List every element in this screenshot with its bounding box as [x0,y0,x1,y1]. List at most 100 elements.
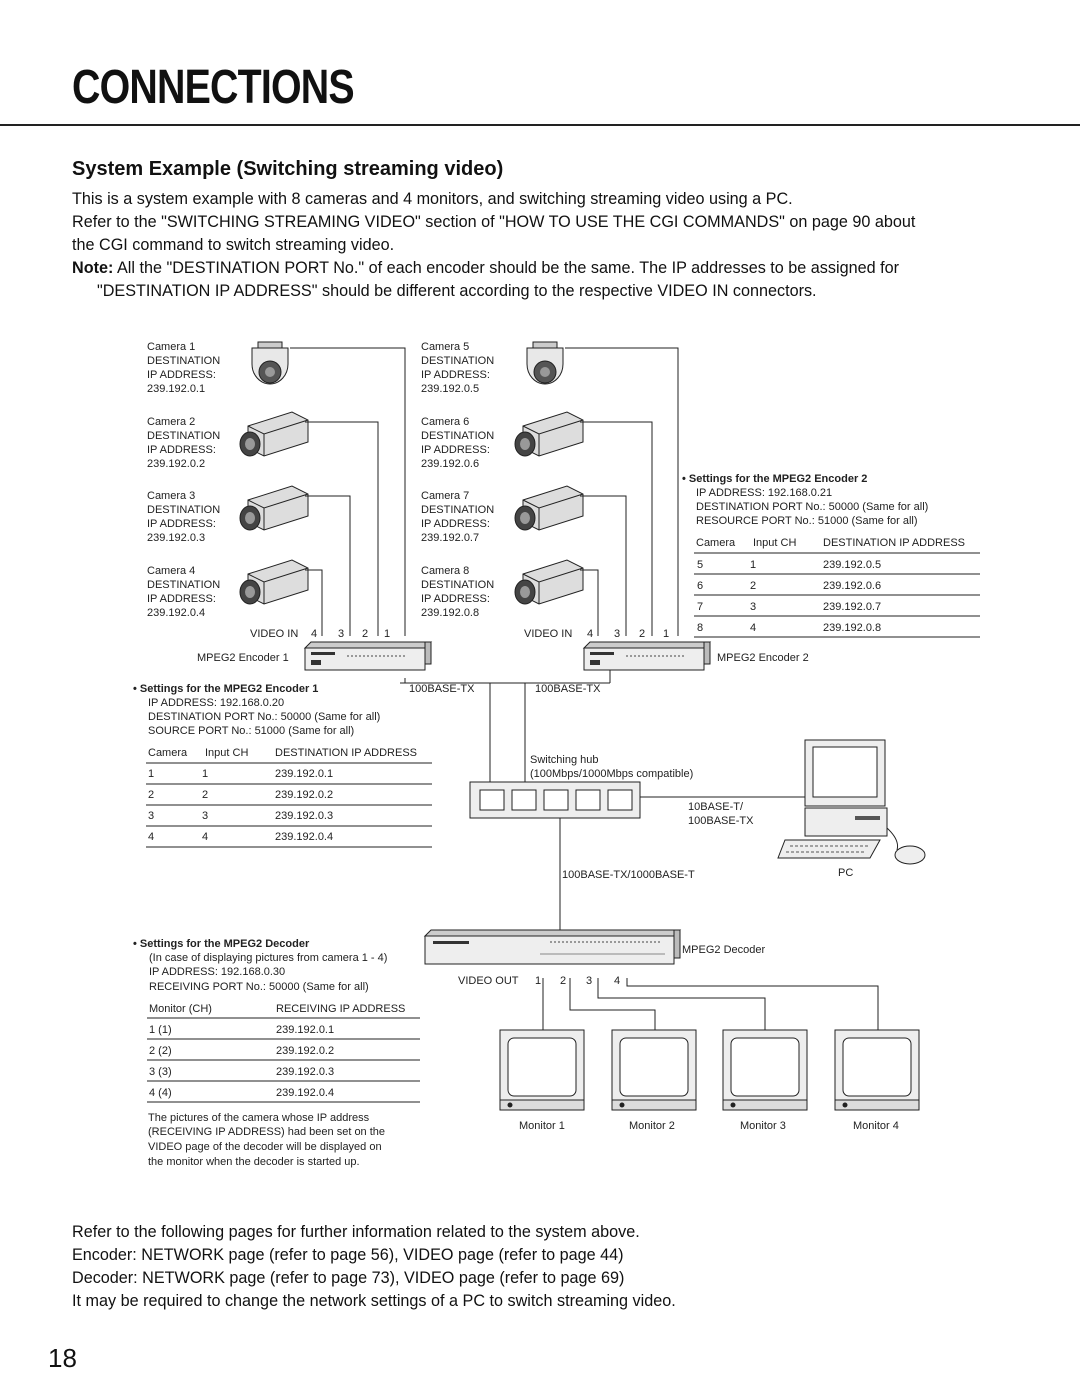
enc1-r4-i: 4 [202,831,208,843]
enc1-dest-port: DESTINATION PORT No.: 50000 (Same for al… [148,711,380,723]
enc1-table: Camera Input CH DESTINATION IP ADDRESS 1… [146,747,432,848]
camera-cables [290,347,879,1030]
dec-r1-m: 1 (1) [149,1024,172,1036]
decoder-footnote-2: (RECEIVING IP ADDRESS) had been set on t… [148,1126,385,1138]
cam6-ip: 239.192.0.6 [421,458,479,470]
pc-label: PC [838,867,853,879]
enc1-r3-ip: 239.192.0.3 [275,810,333,822]
dec-r3-m: 3 (3) [149,1066,172,1078]
enc1-port-type: 100BASE-TX [409,683,475,695]
monitor-4-icon [834,1029,920,1111]
enc2-resource-port: RESOURCE PORT No.: 51000 (Same for all) [696,515,918,527]
enc2-r2-i: 2 [750,580,756,592]
camera-3-icon [239,485,309,531]
enc1-th-dest: DESTINATION IP ADDRESS [275,747,417,759]
enc2-th-camera: Camera [696,537,736,549]
enc2-port-2: 2 [639,628,645,640]
enc1-port-1: 1 [384,628,390,640]
decoder-port: RECEIVING PORT No.: 50000 (Same for all) [149,981,369,993]
cam2-name: Camera 2 [147,416,195,428]
dec-th-monitor: Monitor (CH) [149,1003,212,1015]
enc1-r3-c: 3 [148,810,154,822]
cam3-l2: IP ADDRESS: [147,518,216,530]
enc2-port-3: 3 [614,628,620,640]
decoder-table: Monitor (CH) RECEIVING IP ADDRESS 1 (1) … [147,1003,420,1103]
note-line-1: Note: All the "DESTINATION PORT No." of … [72,257,1032,280]
cam6-l1: DESTINATION [421,430,494,442]
decoder-port-type: 100BASE-TX/1000BASE-T [562,869,695,881]
enc1-source-port: SOURCE PORT No.: 51000 (Same for all) [148,725,354,737]
section-heading: System Example (Switching streaming vide… [72,158,504,180]
decoder-icon [423,929,682,965]
enc2-th-dest: DESTINATION IP ADDRESS [823,537,965,549]
decoder-settings-heading: • Settings for the MPEG2 Decoder [133,938,310,950]
enc1-r2-ip: 239.192.0.2 [275,789,333,801]
enc1-port-2: 2 [362,628,368,640]
cam5-name: Camera 5 [421,341,469,353]
outro-line-4: It may be required to change the network… [72,1292,676,1310]
decoder-heading-text: Settings for the MPEG2 Decoder [140,938,310,950]
cam7-l2: IP ADDRESS: [421,518,490,530]
decoder-footnote-4: the monitor when the decoder is started … [148,1156,360,1168]
intro-line-1: This is a system example with 8 cameras … [72,190,793,208]
enc1-r3-i: 3 [202,810,208,822]
dec-r4-m: 4 (4) [149,1087,172,1099]
dec-th-recv: RECEIVING IP ADDRESS [276,1003,405,1015]
cam3-name: Camera 3 [147,490,195,502]
enc2-port-4: 4 [587,628,593,640]
cam5-l2: IP ADDRESS: [421,369,490,381]
enc2-dest-port: DESTINATION PORT No.: 50000 (Same for al… [696,501,928,513]
encoder-2-label: MPEG2 Encoder 2 [717,652,809,664]
outro-line-3: Decoder: NETWORK page (refer to page 73)… [72,1269,625,1287]
monitor-2-icon [611,1029,697,1111]
encoder-2-icon [583,641,711,671]
camera-8-icon [514,559,584,605]
enc1-ip: IP ADDRESS: 192.168.0.20 [148,697,284,709]
intro-line-3: the CGI command to switch streaming vide… [72,236,395,254]
camera-7-icon [514,485,584,531]
pc-port-2: 100BASE-TX [688,815,754,827]
enc2-r4-c: 8 [697,622,703,634]
note-line-2: "DESTINATION IP ADDRESS" should be diffe… [97,282,817,300]
hub-label: Switching hub [530,754,599,766]
cam4-l1: DESTINATION [147,579,220,591]
enc2-r2-ip: 239.192.0.6 [823,580,881,592]
enc1-r4-c: 4 [148,831,154,843]
cam7-name: Camera 7 [421,490,469,502]
enc2-ip: IP ADDRESS: 192.168.0.21 [696,487,832,499]
cam4-name: Camera 4 [147,565,195,577]
decoder-ip: IP ADDRESS: 192.168.0.30 [149,966,285,978]
enc1-r2-i: 2 [202,789,208,801]
enc2-port-1: 1 [663,628,669,640]
dec-r3-ip: 239.192.0.3 [276,1066,334,1078]
cam8-ip: 239.192.0.8 [421,607,479,619]
enc2-heading-text: Settings for the MPEG2 Encoder 2 [689,473,867,485]
enc1-r2-c: 2 [148,789,154,801]
cam5-l1: DESTINATION [421,355,494,367]
pc-port-1: 10BASE-T/ [688,801,744,813]
camera-5-icon [526,341,564,385]
enc1-port-4: 4 [311,628,317,640]
note-text: All the "DESTINATION PORT No." of each e… [113,259,899,277]
cam6-name: Camera 6 [421,416,469,428]
cam5-ip: 239.192.0.5 [421,383,479,395]
monitor-4-label: Monitor 4 [853,1120,899,1132]
enc1-heading-text: Settings for the MPEG2 Encoder 1 [140,683,318,695]
encoder-1-icon [304,641,432,671]
enc2-r3-i: 3 [750,601,756,613]
monitor-3-icon [722,1029,808,1111]
outro-line-1: Refer to the following pages for further… [72,1223,640,1241]
video-out-2: 2 [560,975,566,987]
enc2-r3-ip: 239.192.0.7 [823,601,881,613]
enc2-r4-ip: 239.192.0.8 [823,622,881,634]
enc2-r1-c: 5 [697,559,703,571]
enc2-th-input: Input CH [753,537,796,549]
enc1-th-input: Input CH [205,747,248,759]
enc2-r4-i: 4 [750,622,756,634]
video-in-ticks [321,624,679,636]
enc2-settings-heading: • Settings for the MPEG2 Encoder 2 [682,473,867,485]
cam3-ip: 239.192.0.3 [147,532,205,544]
enc1-r1-c: 1 [148,768,154,780]
cam7-ip: 239.192.0.7 [421,532,479,544]
cam4-l2: IP ADDRESS: [147,593,216,605]
